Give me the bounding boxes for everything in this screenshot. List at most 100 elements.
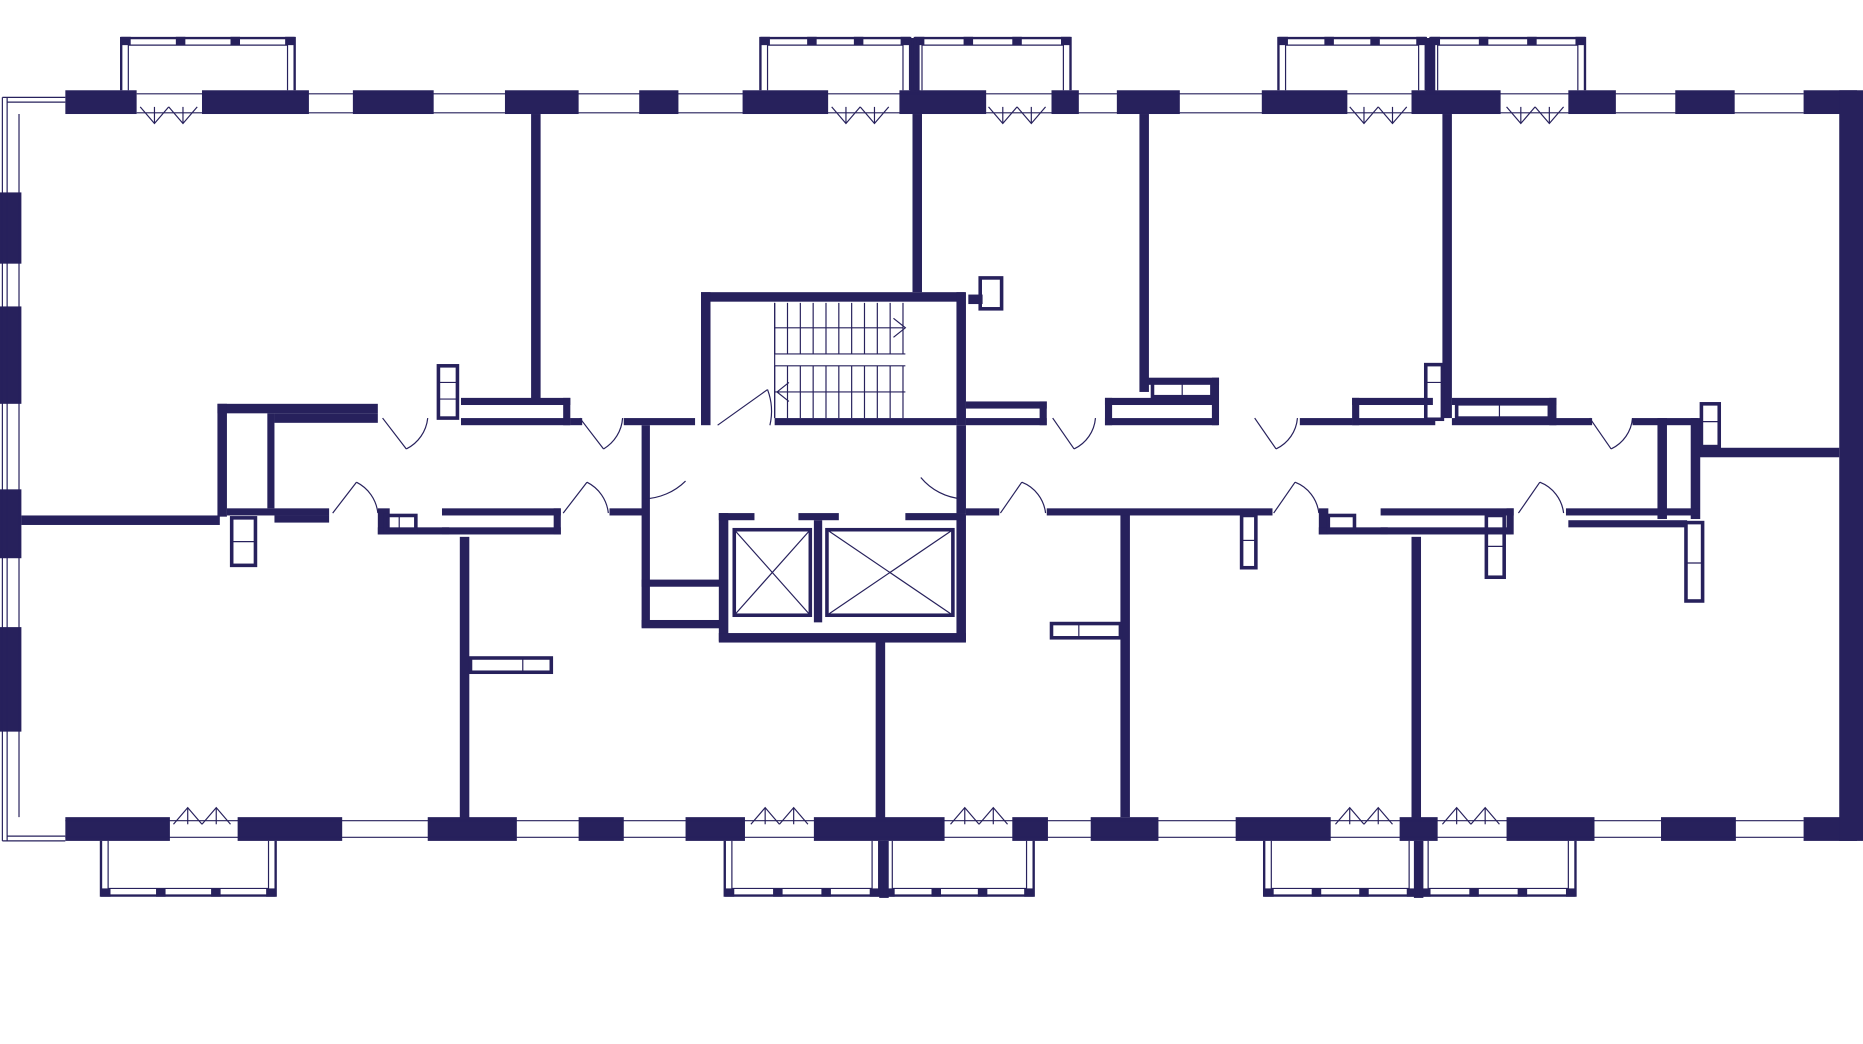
- corridor-wall: [460, 418, 571, 426]
- partition-wall: [531, 114, 541, 402]
- balcony-icon: [885, 888, 895, 897]
- corridor-wall: [1318, 508, 1329, 535]
- corridor-wall: [1451, 418, 1593, 426]
- corridor-wall: [226, 508, 330, 516]
- balcony-icon: [731, 840, 873, 890]
- balcony-icon: [723, 840, 881, 897]
- door-icon: [766, 389, 773, 426]
- exterior-wall-north: [742, 90, 829, 115]
- exterior-wall-west: [0, 489, 22, 559]
- balcony-icon: [175, 36, 186, 46]
- corridor-wall: [1506, 508, 1514, 535]
- duct-shaft: [978, 276, 1004, 311]
- balcony-icon: [963, 36, 974, 46]
- door-icon: [562, 481, 588, 514]
- corridor-wall: [553, 508, 561, 535]
- door-icon: [1021, 481, 1047, 514]
- exterior-wall-north: [352, 90, 434, 115]
- balcony-icon: [127, 44, 289, 91]
- elevator-icon: [732, 527, 813, 618]
- partition-wall: [1442, 114, 1452, 419]
- balcony-icon: [1061, 36, 1071, 46]
- balcony-icon: [1311, 888, 1322, 897]
- balcony-icon: [1437, 44, 1579, 91]
- exterior-wall-north: [1261, 90, 1348, 115]
- corridor-wall: [563, 397, 571, 426]
- corridor-wall: [274, 515, 330, 523]
- exterior-wall-north: [65, 90, 137, 115]
- duct-shaft: [1684, 520, 1705, 603]
- balcony-icon: [1277, 36, 1427, 91]
- balcony-icon: [1478, 36, 1489, 46]
- door-icon: [1294, 481, 1320, 514]
- core-wall: [798, 513, 839, 521]
- partition-wall: [21, 515, 220, 525]
- corridor-wall: [1039, 401, 1047, 426]
- balcony-icon: [807, 36, 817, 46]
- corridor-wall: [1352, 418, 1436, 426]
- corridor-wall: [1104, 418, 1218, 426]
- stair-icon: [893, 317, 907, 338]
- balcony-icon: [1421, 888, 1431, 897]
- corridor-wall: [1451, 397, 1557, 406]
- balcony-icon: [285, 36, 295, 46]
- corridor-wall: [460, 397, 571, 406]
- balcony-icon: [99, 840, 277, 897]
- partition-wall: [1139, 114, 1149, 392]
- exterior-wall-south: [1399, 817, 1438, 841]
- exterior-wall-north: [899, 90, 987, 115]
- balcony-icon: [1270, 840, 1410, 890]
- corridor-wall: [217, 403, 227, 517]
- stair-wall: [956, 292, 966, 426]
- exterior-wall-west: [0, 627, 22, 732]
- corridor-wall: [1104, 397, 1113, 426]
- balcony-icon: [821, 888, 831, 897]
- balcony-icon: [1565, 888, 1576, 897]
- balcony-icon: [891, 840, 1028, 890]
- balcony-icon: [121, 36, 131, 46]
- corridor-wall: [965, 508, 1000, 516]
- core-wall: [641, 425, 650, 628]
- exterior-wall-north: [1051, 90, 1079, 115]
- balcony-icon: [156, 888, 166, 897]
- exterior-wall-north: [1116, 90, 1180, 115]
- corridor-wall: [1352, 397, 1360, 426]
- door-icon: [586, 481, 609, 514]
- exterior-wall-south: [427, 817, 517, 841]
- door-icon: [356, 481, 379, 514]
- balcony-icon: [120, 36, 296, 91]
- duct-shaft: [468, 656, 554, 675]
- door-icon: [1254, 417, 1277, 450]
- door-icon: [1610, 418, 1634, 450]
- balcony-icon: [1469, 888, 1479, 897]
- elevator-icon: [733, 529, 811, 616]
- balcony-icon: [766, 44, 904, 91]
- exterior-wall-north: [201, 90, 309, 115]
- exterior-wall-south: [1012, 817, 1048, 841]
- exterior-wall-north: [1411, 90, 1501, 115]
- corridor-wall: [1299, 418, 1353, 426]
- balcony-icon: [724, 888, 735, 897]
- corridor-wall: [570, 418, 583, 426]
- balcony-icon: [100, 888, 111, 897]
- exterior-wall-south: [813, 817, 945, 841]
- core-wall: [813, 520, 823, 623]
- exterior-wall-north: [1568, 90, 1616, 115]
- balcony-icon: [211, 888, 221, 897]
- exterior-wall-north: [1675, 90, 1735, 115]
- door-icon: [603, 418, 624, 450]
- door-icon: [1589, 417, 1612, 450]
- corridor-wall: [623, 418, 696, 426]
- door-icon: [1273, 481, 1296, 514]
- door-icon: [1052, 417, 1075, 450]
- stair-wall: [701, 292, 965, 302]
- balcony-icon: [759, 36, 912, 91]
- core-wall: [718, 513, 729, 642]
- exterior-wall-south: [65, 817, 170, 841]
- core-wall: [641, 619, 725, 629]
- exterior-wall-south: [578, 817, 624, 841]
- duct-shaft: [383, 513, 418, 534]
- balcony-icon: [1264, 888, 1274, 897]
- balcony-icon: [773, 888, 783, 897]
